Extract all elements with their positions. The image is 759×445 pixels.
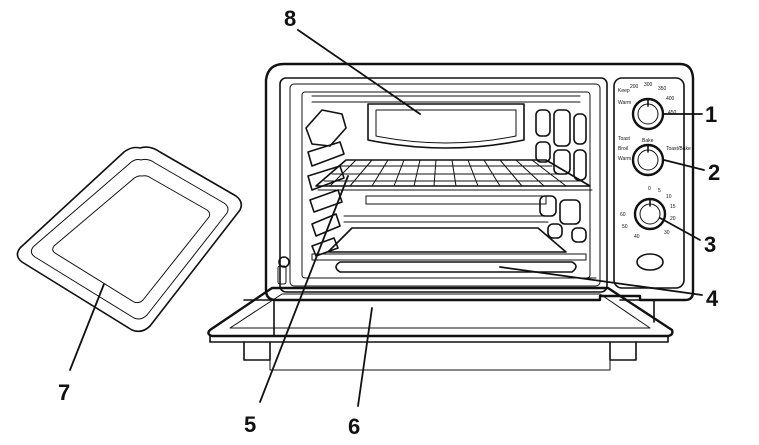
oven-door-outline <box>207 286 674 338</box>
temperature-dial[interactable]: Keep 200 300 350 400 450 Warm <box>618 82 677 131</box>
temp-mark-300: 300 <box>644 82 653 88</box>
temp-mark-450: 450 <box>668 110 677 116</box>
callout-labels: 1 2 3 4 5 6 7 8 <box>58 6 720 439</box>
oven-door-frame-inner <box>289 83 601 287</box>
oven-door-handle-rail <box>209 335 669 343</box>
door-hinge-left <box>278 256 290 268</box>
control-panel: Keep 200 300 350 400 450 Warm Bake Toast… <box>613 77 691 289</box>
callout-5: 5 <box>244 412 256 437</box>
door-support-right <box>609 299 655 361</box>
top-heating-element <box>311 95 581 149</box>
baking-pan-outer-rim <box>16 146 243 333</box>
func-mark-warm: Warm <box>618 156 631 162</box>
timer-mark-50: 50 <box>622 224 628 230</box>
func-mark-bake: Bake <box>642 138 654 144</box>
leader-4 <box>499 266 703 296</box>
callout-3: 3 <box>704 232 716 257</box>
callout-7: 7 <box>58 380 70 405</box>
func-mark-toast: Toast <box>618 136 631 142</box>
temp-mark-400: 400 <box>666 96 675 102</box>
baking-pan-inner-rim <box>30 158 229 320</box>
temp-mark-350: 350 <box>658 86 667 92</box>
leader-2 <box>663 159 705 171</box>
power-indicator-light <box>636 253 664 271</box>
timer-mark-20: 20 <box>670 216 676 222</box>
baking-pan <box>16 146 243 333</box>
leader-lines <box>69 29 705 407</box>
oven-door-inner-edge <box>229 293 651 329</box>
callout-8: 8 <box>284 6 296 31</box>
callout-2: 2 <box>708 160 720 185</box>
crumb-tray <box>327 227 567 253</box>
timer-mark-30: 30 <box>664 230 670 236</box>
timer-dial[interactable]: 60 50 40 30 20 15 10 5 0 <box>620 186 676 240</box>
callout-1: 1 <box>705 102 717 127</box>
leader-3 <box>659 217 701 241</box>
func-mark-toast-bake: Toast/Bake <box>666 146 691 152</box>
timer-mark-0: 0 <box>648 186 651 192</box>
callout-6: 6 <box>348 414 360 439</box>
oven-housing-outline <box>264 62 695 302</box>
temp-mark-warm: Warm <box>618 100 631 106</box>
wire-rack <box>315 159 593 205</box>
timer-mark-10: 10 <box>666 194 672 200</box>
function-dial[interactable]: Bake Toast Broil Toast/Bake Warm <box>618 136 691 177</box>
baking-pan-floor <box>52 175 211 304</box>
oven-body <box>264 62 695 302</box>
timer-mark-40: 40 <box>634 234 640 240</box>
oven-door-frame <box>279 77 608 293</box>
callout-4: 4 <box>706 286 719 311</box>
oven-door[interactable] <box>207 286 674 371</box>
leader-5 <box>259 175 349 403</box>
temp-mark-keep: Keep <box>618 88 630 94</box>
door-hinge-left-post <box>277 265 287 285</box>
bottom-heating-element <box>307 261 597 279</box>
leader-7 <box>69 283 105 371</box>
timer-mark-15: 15 <box>670 204 676 210</box>
leader-6 <box>357 307 373 407</box>
temp-mark-200: 200 <box>630 84 639 90</box>
oven-base <box>269 341 611 371</box>
func-mark-broil: Broil <box>618 146 628 152</box>
left-rack-supports <box>305 109 347 257</box>
timer-mark-60: 60 <box>620 212 626 218</box>
timer-mark-5: 5 <box>658 188 661 194</box>
leader-8 <box>297 29 421 115</box>
